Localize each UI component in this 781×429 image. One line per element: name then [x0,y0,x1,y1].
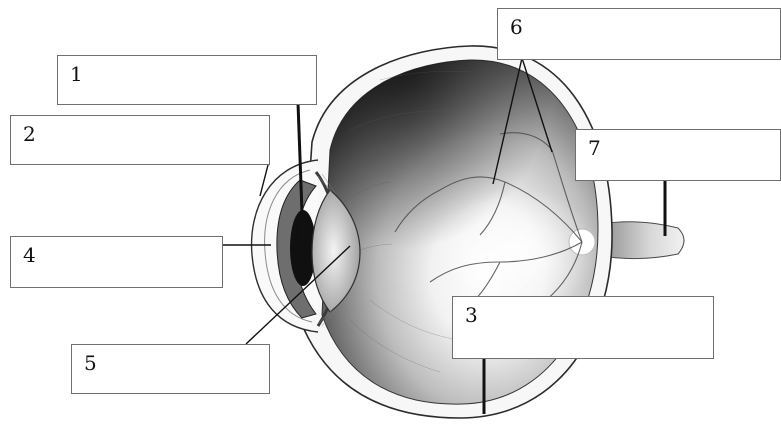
label-box-1[interactable]: 1 [57,55,317,105]
label-number-3: 3 [465,305,478,325]
label-number-7: 7 [588,138,601,158]
label-box-3[interactable]: 3 [452,296,714,359]
label-box-6[interactable]: 6 [497,8,781,60]
label-number-2: 2 [23,124,36,144]
label-number-5: 5 [84,353,97,373]
label-number-1: 1 [70,64,83,84]
label-box-7[interactable]: 7 [575,129,781,181]
label-box-4[interactable]: 4 [10,236,223,288]
label-box-5[interactable]: 5 [71,344,270,394]
label-box-2[interactable]: 2 [10,115,270,165]
label-number-6: 6 [510,17,523,37]
label-number-4: 4 [23,245,36,265]
